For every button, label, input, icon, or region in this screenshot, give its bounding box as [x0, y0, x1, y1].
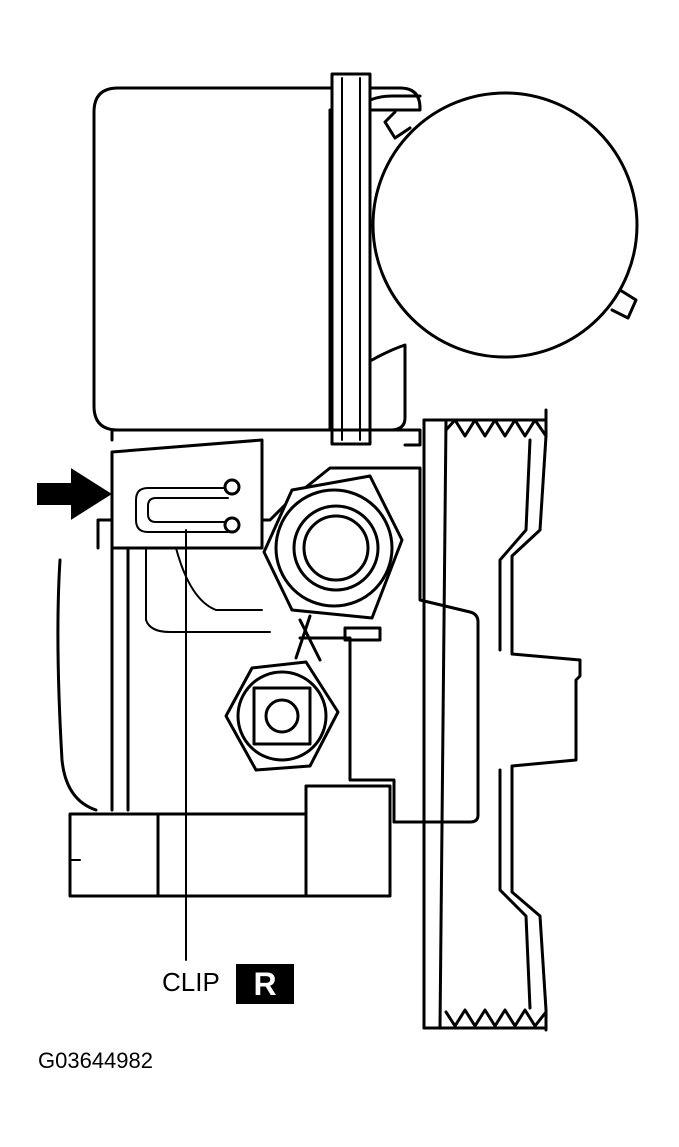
drive-pulley	[422, 408, 582, 1032]
reference-badge: R	[236, 964, 294, 1004]
union-bolt	[224, 660, 340, 772]
housing-link-2	[294, 614, 312, 660]
reservoir-tank	[92, 86, 422, 432]
pump-housing-left	[56, 546, 130, 812]
pump-housing	[96, 466, 480, 824]
housing-link	[298, 618, 322, 662]
reservoir-neck	[370, 343, 407, 432]
clip-part	[110, 438, 264, 550]
pump-housing-inner	[145, 547, 271, 633]
clip-label: CLIP	[162, 967, 220, 997]
pressure-port-fitting	[262, 474, 404, 620]
mounting-bolt	[68, 784, 392, 898]
bracket-strap	[330, 72, 372, 446]
pump-boss	[343, 626, 382, 642]
arrow-right-icon	[37, 468, 112, 520]
figure-id: G03644982	[38, 1048, 153, 1073]
mounting-block	[110, 428, 422, 447]
reservoir-cap	[371, 91, 639, 359]
pump-housing-mid	[298, 636, 396, 824]
